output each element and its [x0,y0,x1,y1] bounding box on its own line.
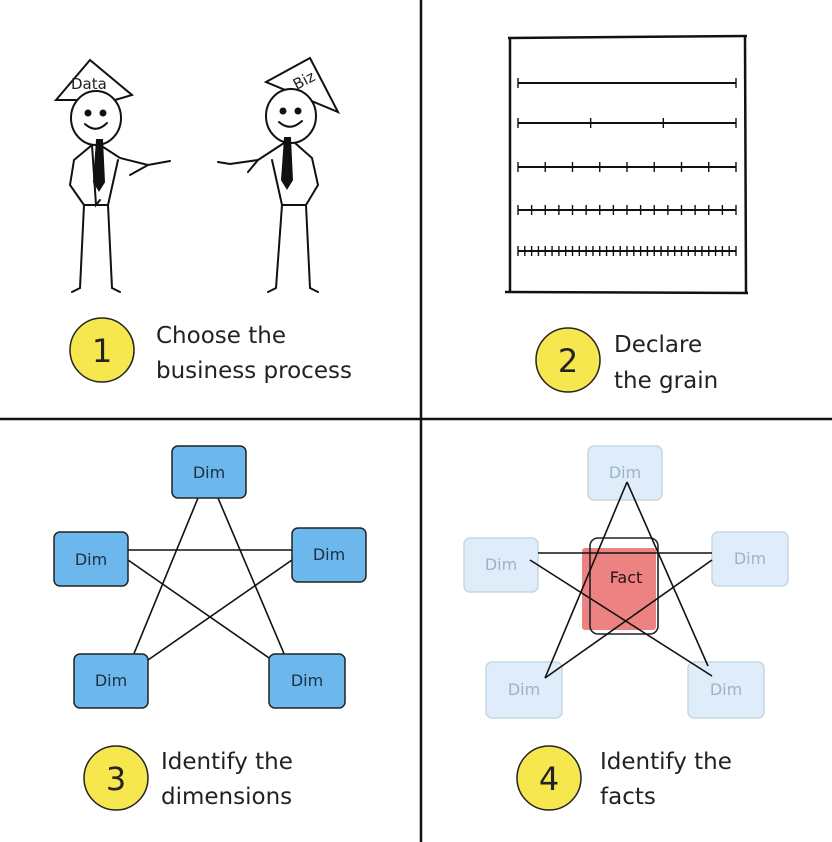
step-4-number: 4 [539,760,559,798]
dimension-box-faded-left: Dim [463,537,539,593]
step-2-number: 2 [558,342,578,380]
dimension-box-faded-bottom-right: Dim [687,661,765,719]
step-2-badge [535,327,601,393]
step-3-badge [83,745,149,811]
dimension-label: Dim [291,671,323,690]
fact-box: Fact [582,537,659,635]
fact-label: Fact [610,568,643,587]
step-4-line1: Identify the [600,749,732,775]
quadrant-2: 2 Declare the grain [504,34,749,394]
step-1-line2: business process [156,358,352,384]
star-lines-dimensions [127,497,293,661]
dimension-box-bottom-left: Dim [73,653,149,709]
quadrant-1: Data Biz 1 Choose the business process [53,56,352,384]
dimension-label: Dim [710,680,742,699]
dimension-label: Dim [609,463,641,482]
dimension-box-bottom-right: Dim [268,653,346,709]
stick-figure-data [53,58,171,293]
step-2-line2: the grain [614,368,718,394]
step-3-number: 3 [106,760,126,798]
grain-frame [504,34,749,295]
step-4-badge [516,745,582,811]
step-4-line2: facts [600,784,656,810]
dimension-box-left: Dim [53,531,129,587]
dimension-box-faded-top: Dim [587,445,663,501]
step-1-number: 1 [92,332,112,370]
dimension-label: Dim [734,549,766,568]
dimension-label: Dim [485,555,517,574]
dimension-box-faded-bottom-left: Dim [485,661,563,719]
dimension-box-faded-right: Dim [711,531,789,587]
stick-figure-biz [217,56,341,293]
step-3-line2: dimensions [161,784,292,810]
grain-lines [517,78,737,256]
star-lines-facts [529,481,713,679]
step-1-line1: Choose the [156,323,286,349]
step-2-line1: Declare [614,332,702,358]
dimension-label: Dim [508,680,540,699]
dimension-box-top: Dim [171,445,247,499]
dimension-box-right: Dim [291,527,367,583]
quadrant-3: Dim Dim Dim Dim Dim 3 Identify the dimen… [53,445,367,811]
dimension-label: Dim [313,545,345,564]
left-hat-label: Data [71,75,107,93]
dimension-label: Dim [95,671,127,690]
quadrant-4: Dim Dim Dim Dim Dim Fact [463,445,789,811]
step-3-line1: Identify the [161,749,293,775]
dimension-label: Dim [75,550,107,569]
step-1-badge [69,317,135,383]
dimension-label: Dim [193,463,225,482]
